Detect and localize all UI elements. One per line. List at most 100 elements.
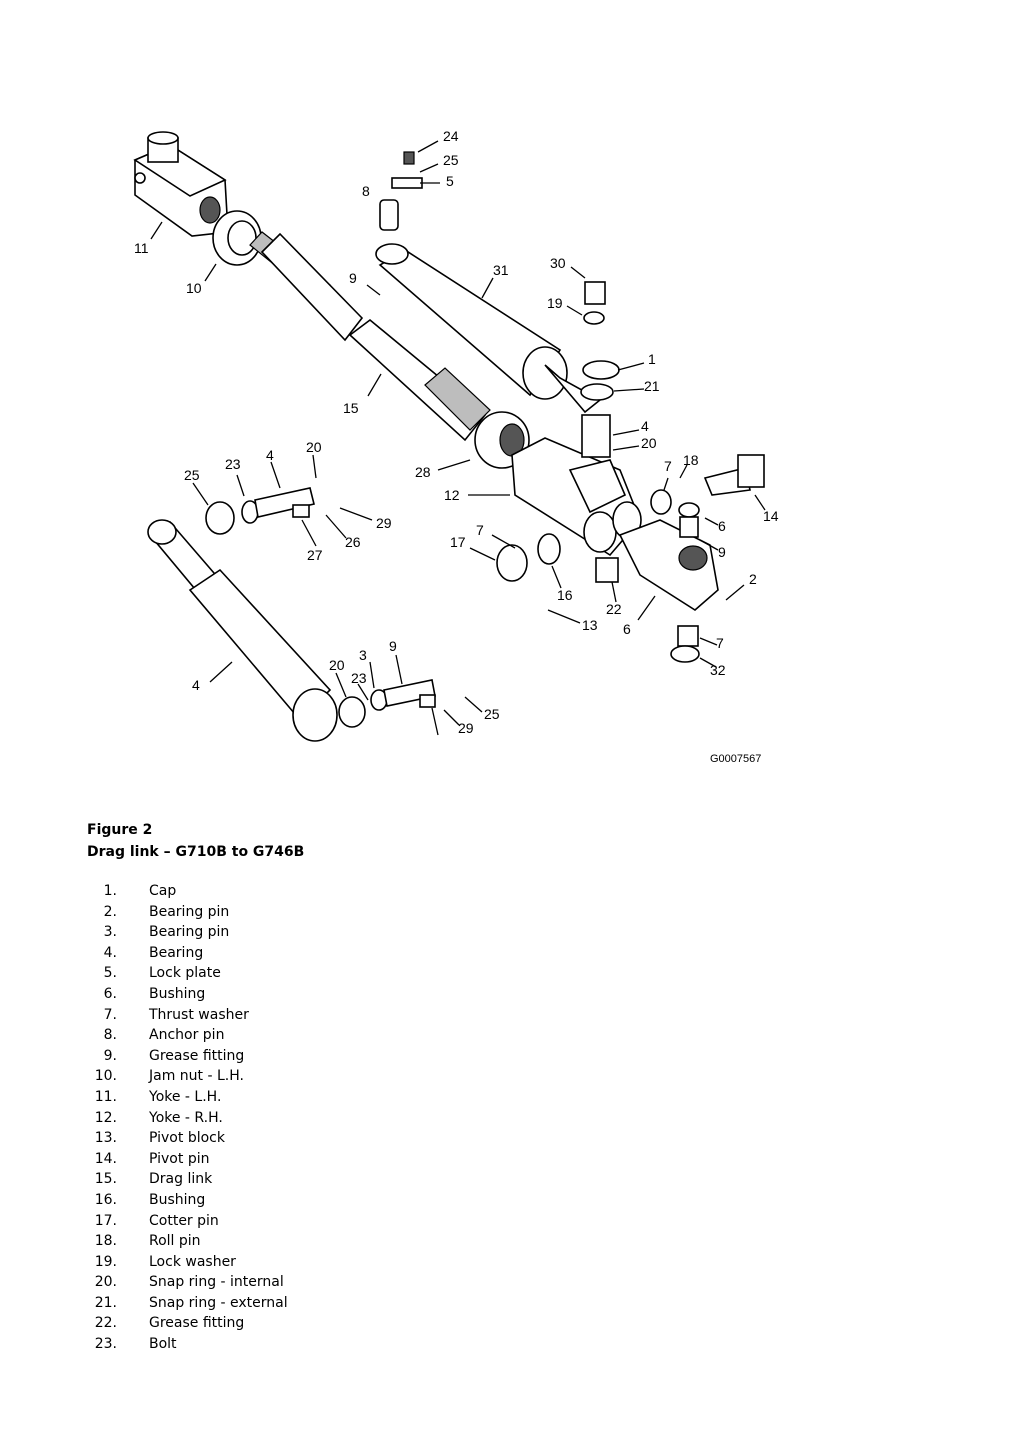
bolt-24-part	[403, 151, 415, 165]
part-name: Bearing pin	[149, 924, 230, 941]
cylinder-31-part	[375, 243, 602, 414]
callout-label: 11	[134, 240, 149, 256]
list-item: 23. Bolt	[87, 1334, 288, 1355]
yoke-lh-part	[133, 131, 229, 237]
list-item: 3.Bearing pin	[87, 922, 288, 943]
part-name: Bolt	[149, 1336, 177, 1353]
callout-numbers: 24 25 5 8 11 10 9 31 30 19 1 21 4 20 15 …	[134, 128, 779, 765]
part-name: Yoke - R.H.	[149, 1109, 223, 1126]
yoke-rh-part	[511, 437, 642, 557]
cylinder-32-part	[147, 519, 338, 742]
callout-label: 21	[644, 378, 660, 394]
callout-label: 25	[484, 706, 500, 722]
callout-label: 30	[550, 255, 566, 271]
part-number: 13.	[94, 1130, 117, 1147]
callout-label: 4	[641, 418, 649, 434]
part-number: 22.	[94, 1315, 117, 1332]
list-item: 20.Snap ring - internal	[87, 1272, 288, 1293]
callout-label: 20	[306, 439, 322, 455]
pivot-pin-part	[703, 454, 765, 496]
part-number: 6.	[103, 985, 117, 1002]
list-item: 4.Bearing	[87, 943, 288, 964]
part-number: 2.	[103, 903, 117, 920]
list-item: 6.Bushing	[87, 984, 288, 1005]
list-item: 15.Drag link	[87, 1169, 288, 1190]
part-name: Grease fitting	[149, 1315, 245, 1332]
callout-label: 29	[376, 515, 392, 531]
callout-label: 23	[351, 670, 367, 686]
part-name: Cotter pin	[149, 1212, 219, 1229]
figure-caption: Figure 2 Drag link – G710B to G746B	[87, 819, 304, 863]
callout-label: 32	[710, 662, 726, 678]
part-name: Cap	[149, 883, 177, 899]
part-number: 8.	[103, 1027, 117, 1044]
drag-link-rod-part	[249, 231, 491, 442]
part-number: 7.	[103, 1006, 117, 1023]
callout-label: 20	[641, 435, 657, 451]
part-name: Yoke - L.H.	[149, 1088, 222, 1105]
callout-label: 4	[192, 677, 200, 693]
list-item: 7.Thrust washer	[87, 1005, 288, 1026]
callout-label: 29	[458, 720, 474, 736]
pivot-block-part	[618, 519, 719, 611]
part-name: Bearing pin	[149, 903, 230, 920]
part-name: Snap ring - external	[149, 1294, 288, 1311]
part-number: 9.	[103, 1047, 117, 1064]
figure-title: Drag link – G710B to G746B	[87, 844, 305, 860]
part-name: Lock plate	[149, 965, 221, 982]
callout-label: 28	[415, 464, 431, 480]
thrust-washer-part	[650, 489, 672, 515]
callout-label: 10	[186, 280, 202, 296]
anchor-pin-part	[379, 199, 399, 231]
callout-label: 23	[225, 456, 241, 472]
callout-label: 19	[547, 295, 563, 311]
part-number: 14.	[94, 1150, 117, 1167]
list-item: 17. Cotter pin	[87, 1211, 288, 1232]
part-name: Anchor pin	[149, 1027, 225, 1044]
part-number: 16.	[94, 1191, 117, 1208]
list-item: 11. Yoke - L.H.	[87, 1087, 288, 1108]
list-item: 18.Roll pin	[87, 1231, 288, 1252]
leader-lines	[150, 140, 766, 736]
callout-label: 7	[664, 458, 672, 474]
bearing-pin-2-assembly	[205, 487, 315, 535]
callout-label: 17	[450, 534, 466, 550]
list-item: 21. Snap ring - external	[87, 1293, 288, 1314]
exploded-parts-diagram: 24 25 5 8 11 10 9 31 30 19 1 21 4 20 15 …	[120, 120, 800, 780]
part-number: 19.	[94, 1253, 117, 1270]
callout-label: 13	[582, 617, 598, 633]
part-name: Jam nut - L.H.	[149, 1068, 244, 1085]
list-item: 12.Yoke - R.H.	[87, 1108, 288, 1129]
list-item: 9.Grease fitting	[87, 1046, 288, 1067]
callout-label: 12	[444, 487, 460, 503]
bushing-part	[679, 516, 699, 538]
nut-part	[496, 544, 528, 582]
bushing-16-part	[595, 557, 619, 583]
callout-label: 6	[623, 621, 631, 637]
list-item: 10.Jam nut - L.H.	[87, 1066, 288, 1087]
bearing-pin-3-assembly	[338, 679, 436, 728]
callout-label: 18	[683, 452, 699, 468]
list-item: 22. Grease fitting	[87, 1313, 288, 1334]
callout-label: 26	[345, 534, 361, 550]
thrust-washer-part	[537, 533, 561, 565]
part-name: Roll pin	[149, 1233, 201, 1250]
part-number: 11.	[94, 1088, 117, 1105]
part-name: Drag link	[149, 1171, 213, 1188]
jam-nut-lh-part	[212, 210, 262, 266]
part-number: 23.	[94, 1336, 117, 1353]
callout-label: 3	[359, 647, 367, 663]
part-number: 17.	[94, 1212, 117, 1229]
list-item: 5. Lock plate	[87, 963, 288, 984]
callout-label: 9	[718, 544, 726, 560]
callout-label: 22	[606, 601, 622, 617]
part-number: 5.	[103, 965, 117, 982]
part-number: 21.	[94, 1294, 117, 1311]
callout-label: 27	[307, 547, 323, 563]
part-name: Pivot block	[149, 1130, 225, 1147]
callout-label: 5	[446, 173, 454, 189]
thrust-washer-part	[678, 502, 700, 518]
part-number: 1.	[103, 883, 117, 899]
bushing-part	[677, 625, 699, 647]
callout-label: 25	[443, 152, 459, 168]
